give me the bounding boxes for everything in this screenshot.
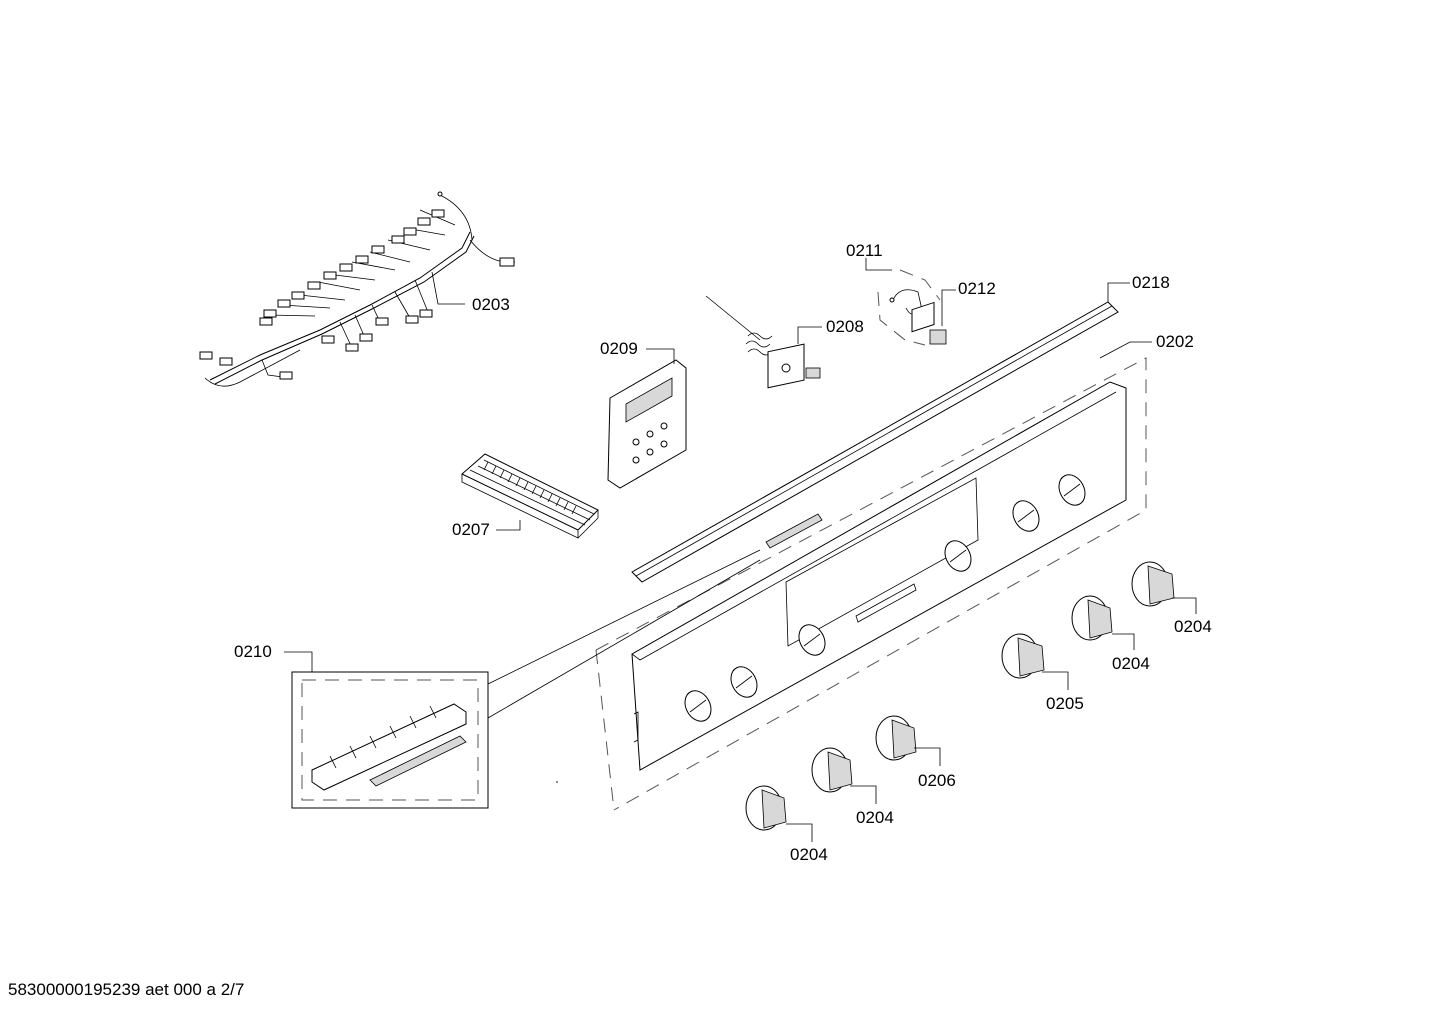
callout-0204-c: 0204 (856, 808, 894, 827)
timer-module (607, 359, 687, 489)
callout-0208: 0208 (826, 317, 864, 336)
knob-0204-b (1071, 595, 1113, 641)
callout-0205: 0205 (1046, 694, 1084, 713)
thermostat (705, 295, 821, 389)
callout-0207: 0207 (452, 520, 490, 539)
door-switch (877, 269, 947, 346)
callout-0204-b: 0204 (1112, 654, 1150, 673)
knob-0204-a (1131, 561, 1175, 607)
callout-0211: 0211 (846, 241, 883, 260)
knob-0206 (875, 715, 917, 761)
callout-0204-a: 0204 (1174, 617, 1212, 636)
knobs (745, 561, 1175, 831)
callout-0202: 0202 (1156, 332, 1194, 351)
callout-0212: 0212 (958, 279, 996, 298)
knob-0205 (1001, 633, 1045, 679)
trim-strip (631, 301, 1119, 583)
callout-0218: 0218 (1132, 273, 1170, 292)
callout-0209: 0209 (600, 339, 638, 358)
wiring-harness (199, 191, 516, 387)
knob-0204-c (811, 747, 853, 793)
control-panel (595, 357, 1147, 811)
callout-0203: 0203 (472, 295, 510, 314)
callout-0204-d: 0204 (790, 845, 828, 864)
terminal-block (461, 453, 599, 539)
knob-0204-d (745, 785, 787, 831)
callout-0206: 0206 (918, 771, 956, 790)
callout-0210: 0210 (234, 642, 272, 661)
detail-box-0210 (291, 549, 761, 809)
drawing-reference: 58300000195239 aet 000 a 2/7 (8, 980, 245, 999)
